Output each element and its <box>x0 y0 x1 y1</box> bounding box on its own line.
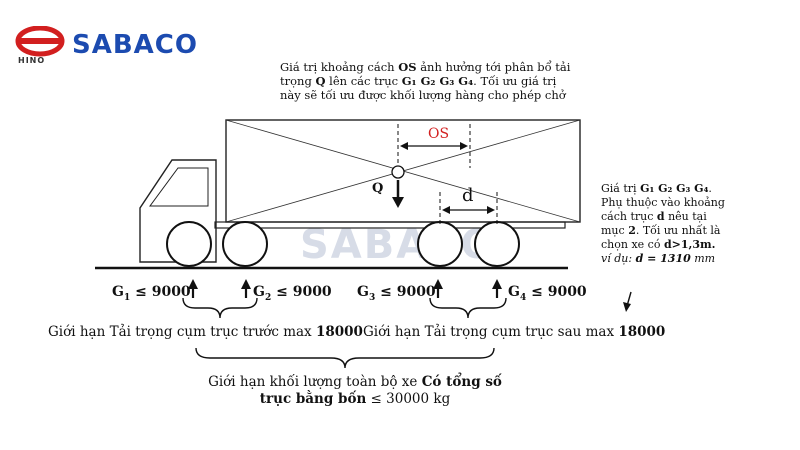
hino-logo-icon <box>15 26 65 57</box>
axle-label-g2: G2 ≤ 9000 <box>253 284 332 303</box>
wheel-g4 <box>474 221 520 267</box>
total-weight-limit: Giới hạn khối lượng toàn bộ xe Có tổng s… <box>208 374 502 407</box>
load-point <box>391 165 405 179</box>
load-arrow <box>392 197 404 208</box>
os-label: OS <box>428 126 449 142</box>
wheel-g3 <box>417 221 463 267</box>
top-note-line-3: này sẽ tối ưu được khối lượng hàng cho p… <box>280 88 566 102</box>
axle-label-g1: G1 ≤ 9000 <box>112 284 191 303</box>
top-note-line-1: Giá trị khoảng cách OS ảnh hưởng tới phâ… <box>280 60 571 74</box>
total-brace <box>195 347 495 369</box>
q-label: Q <box>372 181 383 196</box>
reaction-arrows <box>188 279 502 298</box>
axle-label-g4: G4 ≤ 9000 <box>508 284 587 303</box>
rear-brace <box>429 297 507 319</box>
front-axle-limit: Giới hạn Tải trọng cụm trục trước max 18… <box>48 324 363 340</box>
cab-window <box>149 167 209 207</box>
right-note: Giá trị G₁ G₂ G₃ G₄. Phụ thuộc vào khoản… <box>601 182 725 265</box>
wheel-g1 <box>166 221 212 267</box>
chassis <box>214 221 566 229</box>
brand-name: SABACO <box>72 30 198 60</box>
rear-axle-limit: Giới hạn Tải trọng cụm trục sau max 1800… <box>363 324 666 340</box>
brand-sub: HINO <box>18 56 46 65</box>
axle-label-g3: G3 ≤ 9000 <box>357 284 436 303</box>
d-label: d <box>462 185 474 206</box>
cab <box>139 159 217 263</box>
brand-logo: SABACO HINO <box>14 24 234 70</box>
top-note-line-2: trọng Q lên các trục G₁ G₂ G₃ G₄. Tối ưu… <box>280 74 557 88</box>
wheel-g2 <box>222 221 268 267</box>
top-note: Giá trị khoảng cách OS ảnh hưởng tới phâ… <box>280 60 610 102</box>
front-brace <box>182 297 258 319</box>
